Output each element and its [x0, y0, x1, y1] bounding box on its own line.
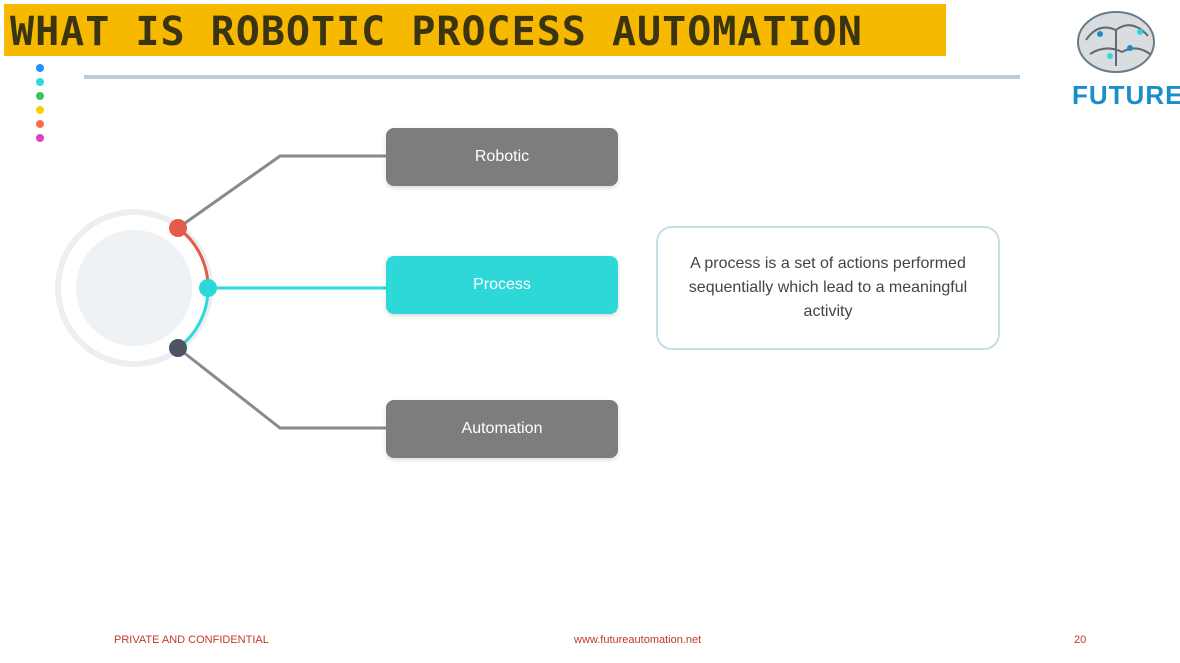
side-dots: [36, 64, 46, 148]
hub-circle: [76, 230, 192, 346]
process-description: A process is a set of actions performed …: [656, 226, 1000, 350]
box-robotic[interactable]: Robotic: [386, 128, 618, 186]
title-bar: WHAT IS ROBOTIC PROCESS AUTOMATION: [4, 4, 946, 56]
marker-robotic: [169, 219, 187, 237]
header-divider: [84, 75, 1020, 79]
brain-circuit-icon: [1077, 11, 1155, 73]
connector-robotic: [177, 154, 386, 230]
dot-1: [36, 64, 44, 72]
dot-4: [36, 106, 44, 114]
page-title: WHAT IS ROBOTIC PROCESS AUTOMATION: [10, 9, 863, 55]
process-description-text: A process is a set of actions performed …: [688, 255, 968, 320]
dot-6: [36, 134, 44, 142]
dot-2: [36, 78, 44, 86]
footer-confidential: PRIVATE AND CONFIDENTIAL: [114, 634, 269, 646]
footer-website[interactable]: www.futureautomation.net: [574, 634, 702, 646]
page-number: 20: [1074, 634, 1087, 646]
dot-5: [36, 120, 44, 128]
dot-3: [36, 92, 44, 100]
marker-automation: [169, 339, 187, 357]
connector-automation: [177, 346, 386, 430]
box-automation[interactable]: Automation: [386, 400, 618, 458]
company-logo: FUTURE: [1070, 4, 1180, 110]
box-process[interactable]: Process: [386, 256, 618, 314]
logo-wordmark: FUTURE: [1072, 80, 1180, 110]
marker-process: [199, 279, 217, 297]
